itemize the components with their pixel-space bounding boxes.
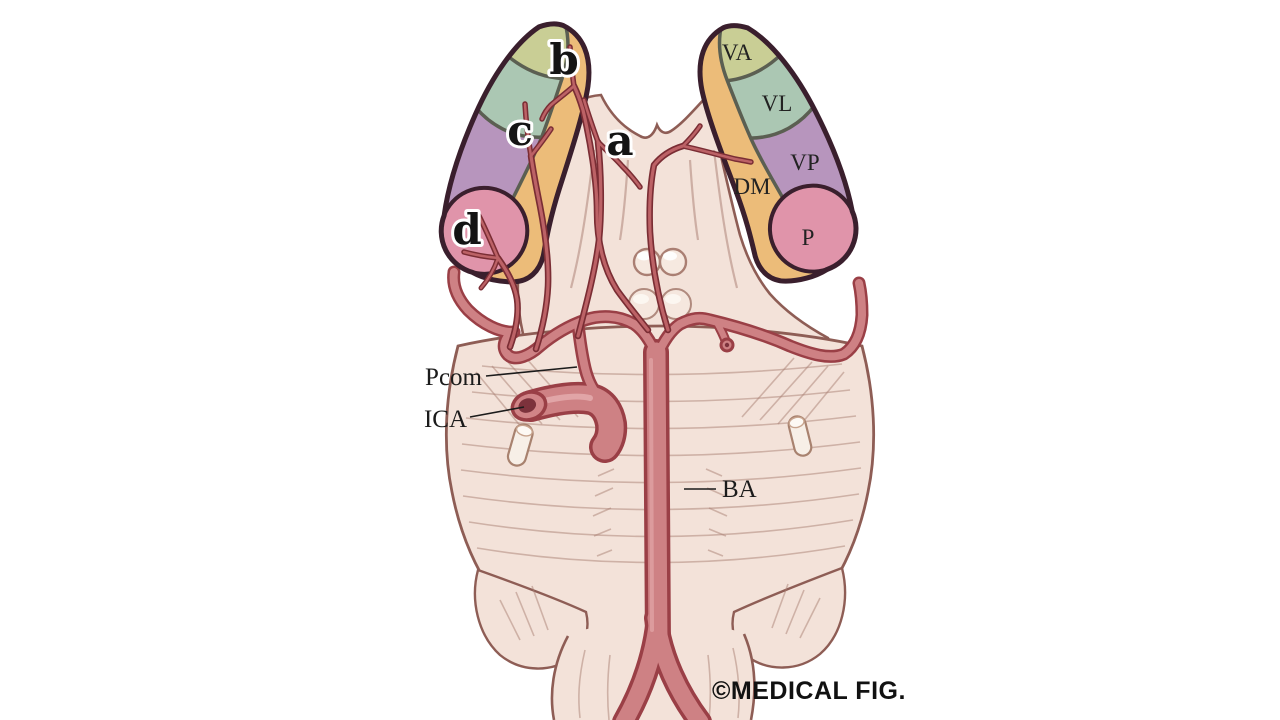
ica-label: ICA (424, 406, 467, 433)
artery-right-branch1-fill (681, 124, 702, 148)
artery-b-branch2-fill (540, 84, 576, 121)
mound-highlight-right (665, 294, 681, 304)
right-thalamus (662, 0, 913, 295)
artery-right-branch2-fill (681, 144, 753, 164)
region-label-p: P (802, 225, 815, 250)
pca-stub-lumen (724, 342, 730, 348)
cut-stub-right (787, 415, 813, 457)
ica-cut-end (510, 390, 548, 422)
artery-a-branch2-fill (596, 140, 642, 189)
pca-right-fill (653, 279, 866, 361)
region-label-va: VA (722, 40, 753, 65)
artery-a-branch1-fill (582, 98, 600, 144)
region-label-dm: DM (733, 174, 770, 199)
artery-b-branch1-fill (568, 45, 576, 88)
artery-b-fill (572, 84, 650, 332)
perforating-arteries (461, 44, 754, 353)
letter-b-label: b (549, 35, 578, 84)
artery-c-branch2-fill (529, 127, 553, 158)
mammillary-highlight-left (637, 251, 651, 261)
letter-d-label: d (452, 205, 481, 254)
medulla-edge-right (742, 633, 756, 720)
pcom-leader-line (485, 366, 578, 377)
pca-left-fill (449, 268, 661, 362)
artery-c-branch1-fill (523, 102, 533, 158)
lobe-striations (499, 583, 821, 641)
pcom-label: Pcom (425, 364, 483, 391)
basilar-artery-fill (646, 342, 668, 656)
artery-d-branch1-fill (477, 214, 500, 260)
medulla-edge-left (550, 635, 570, 720)
ba-label: BA (722, 476, 757, 503)
region-label-vl: VL (762, 91, 793, 116)
labels: a b c d VA VL VP DM P Pcom ICA BA ©MEDIC… (424, 32, 906, 705)
credit-text: ©MEDICAL FIG. (712, 677, 906, 705)
ica-lumen (518, 398, 537, 413)
mound-highlight-left (633, 294, 649, 304)
artery-c-fill (529, 154, 550, 351)
artery-right-stem-fill (648, 144, 685, 332)
letter-a-label: a (606, 116, 633, 165)
cut-stub-left (506, 423, 534, 467)
artery-d-branch2-fill (462, 250, 500, 260)
major-arteries (447, 265, 869, 720)
mammillary-highlight-right (663, 251, 677, 261)
region-label-vp: VP (790, 150, 819, 175)
ica-leader-line (469, 406, 525, 418)
artery-d-branch3-fill (479, 256, 500, 290)
medulla-striations (578, 647, 740, 720)
basilar-highlight (649, 358, 654, 632)
perforator-fill-pass (462, 45, 753, 351)
artery-d-fill (496, 256, 520, 349)
letter-c-label: c (507, 106, 533, 155)
